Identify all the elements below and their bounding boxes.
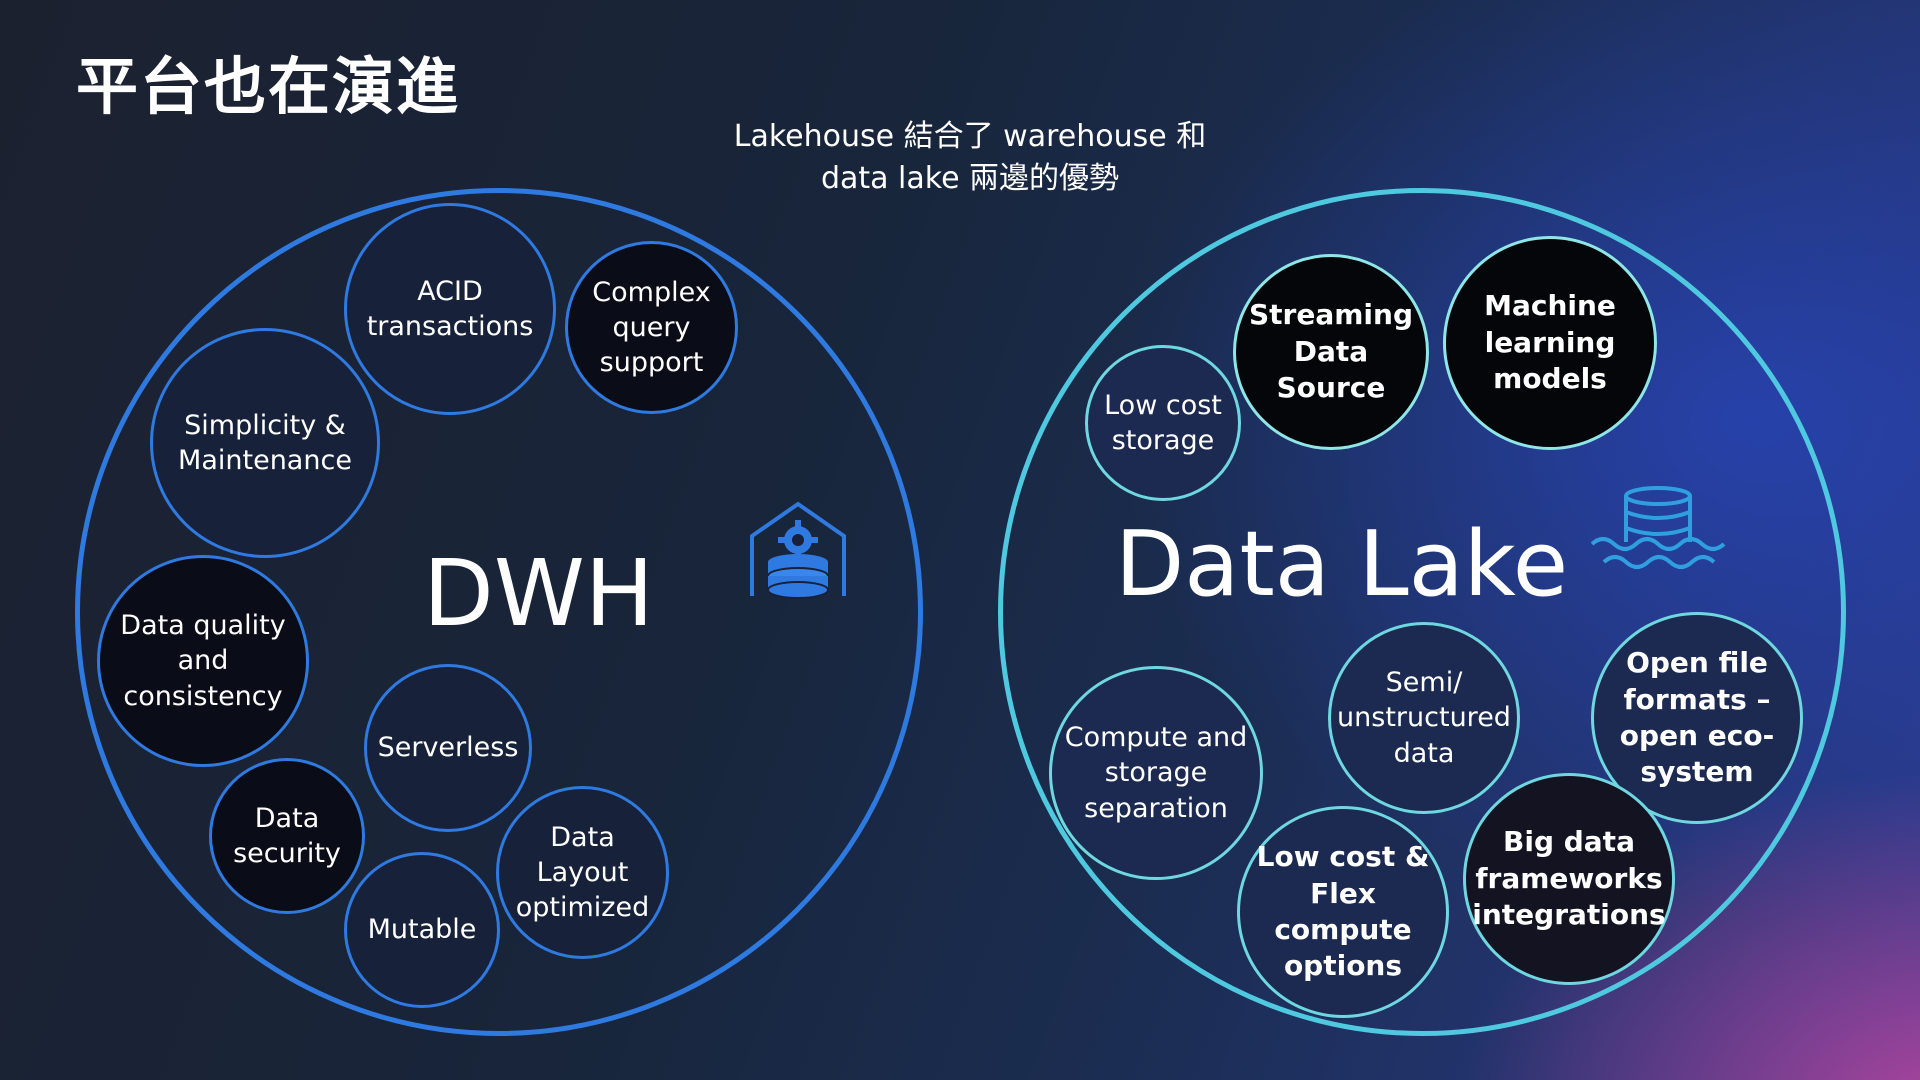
bubble-serverless: Serverless (364, 664, 532, 832)
subtitle-line-1: Lakehouse 結合了 warehouse 和 (733, 119, 1207, 154)
bubble-complex-query-support: Complex query support (565, 241, 738, 414)
warehouse-gear-icon (750, 501, 846, 599)
subtitle-line-2: data lake 兩邊的優勢 (820, 161, 1120, 196)
bubble-compute-storage-separation: Compute and storage separation (1049, 666, 1263, 880)
page-title: 平台也在演進 (76, 50, 461, 123)
bubble-acid-transactions: ACID transactions (344, 203, 556, 415)
bubble-machine-learning-models: Machine learning models (1443, 236, 1657, 450)
data-lake-circle (998, 188, 1846, 1036)
dwh-label: DWH (423, 540, 654, 647)
bubble-data-layout: Data Layout optimized (496, 786, 669, 959)
bubble-streaming-data-source: Streaming Data Source (1233, 254, 1429, 450)
bubble-low-cost-flex-compute: Low cost & Flex compute options (1237, 806, 1449, 1018)
bubble-low-cost-storage: Low cost storage (1085, 345, 1241, 501)
bubble-big-data-frameworks: Big data frameworks integrations (1463, 773, 1675, 985)
bubble-data-quality: Data quality and consistency (97, 555, 309, 767)
bubble-open-file-formats: Open file formats – open eco-system (1591, 612, 1803, 824)
data-lake-label: Data Lake (1115, 512, 1569, 617)
bubble-semi-unstructured-data: Semi/ unstructured data (1328, 622, 1520, 814)
bubble-data-security: Data security (209, 758, 365, 914)
database-water-icon (1590, 486, 1726, 569)
bubble-mutable: Mutable (344, 852, 500, 1008)
subtitle: Lakehouse 結合了 warehouse 和 data lake 兩邊的優… (640, 116, 1300, 200)
bubble-simplicity-maintenance: Simplicity & Maintenance (150, 328, 380, 558)
dwh-circle (75, 188, 923, 1036)
